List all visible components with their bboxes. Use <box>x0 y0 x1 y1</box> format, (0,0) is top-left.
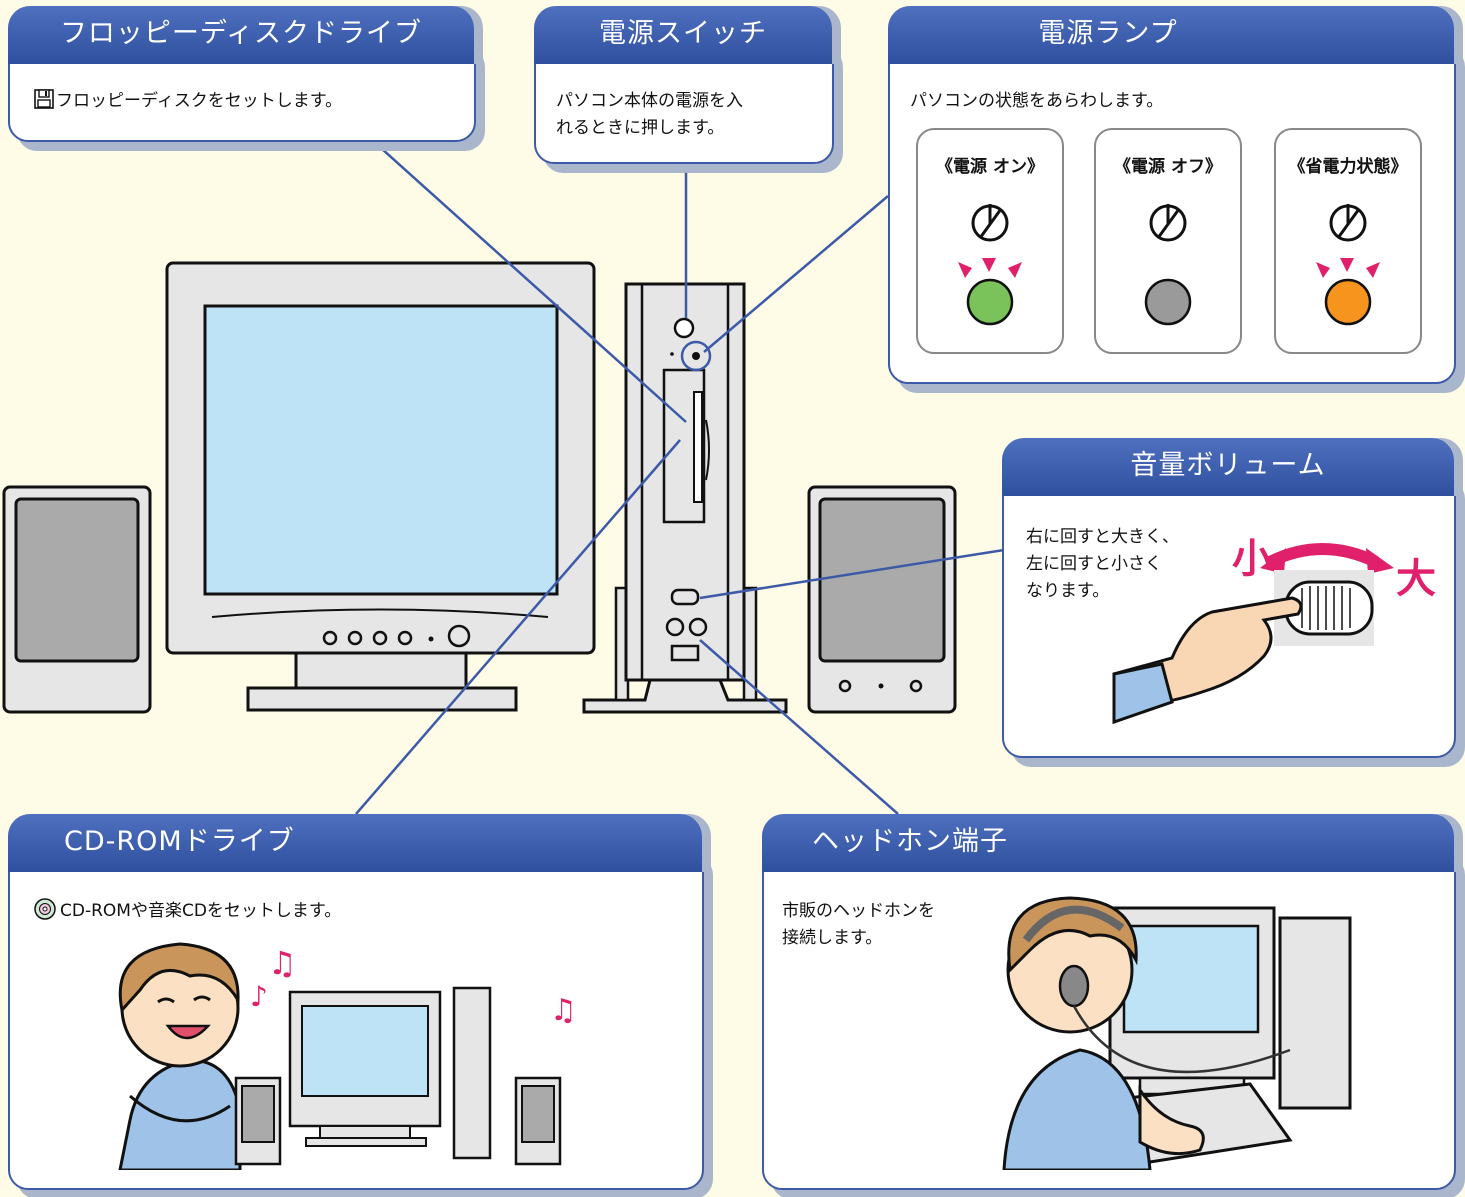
volume-title: 音量ボリューム <box>1002 438 1454 496</box>
volume-desc-line1: 右に回すと大きく、 <box>1026 527 1179 547</box>
lamp-state-standby-label: 《省電力状態》 <box>1288 157 1408 177</box>
music-note-icon: ♪ <box>250 980 268 1013</box>
cdrom-title: CD-ROMドライブ <box>8 814 702 872</box>
power-switch-desc-line1: パソコン本体の電源を入 <box>556 91 743 111</box>
lamp-state-on: 《電源 オン》 <box>916 128 1064 354</box>
user-with-headphones-icon <box>1002 896 1291 1170</box>
volume-illustration <box>1112 543 1394 725</box>
headphone-desc-line1: 市販のヘッドホンを <box>782 901 935 921</box>
power-lamp-title-bar <box>1270 6 1454 64</box>
power-switch-desc-line2: れるときに押します。 <box>556 118 725 138</box>
volume-small-label: 小 <box>1232 536 1272 582</box>
lamp-state-standby: 《省電力状態》 <box>1274 128 1422 354</box>
volume-desc-line3: なります。 <box>1026 581 1110 601</box>
left-speaker <box>2 485 152 714</box>
power-switch-desc: パソコン本体の電源を入 れるときに押します。 <box>556 88 743 142</box>
power-symbol-icon <box>1329 204 1367 242</box>
power-symbol-icon <box>1149 204 1187 242</box>
headphone-illustration <box>1002 896 1352 1170</box>
cdrom-illustration: ♪ ♫ ♫ <box>118 942 577 1170</box>
lamp-standby-graphic <box>1316 204 1380 326</box>
power-switch-title: 電源スイッチ <box>534 6 832 64</box>
cdrom-desc-row: CD-ROMや音楽CDをセットします。 <box>34 898 341 925</box>
headphone-desc-line2: 接続します。 <box>782 928 883 948</box>
floppy-title: フロッピーディスクドライブ <box>8 6 474 64</box>
music-note-icon: ♫ <box>550 993 577 1028</box>
headphone-title: ヘッドホン端子 <box>762 814 1454 872</box>
power-symbol-icon <box>971 204 1009 242</box>
power-lamp-title: 電源ランプ <box>888 6 1328 64</box>
right-speaker <box>807 485 957 714</box>
volume-arrow-icon <box>1267 543 1379 568</box>
headphone-desc: 市販のヘッドホンを 接続します。 <box>782 898 935 952</box>
lamp-on-graphic <box>958 204 1022 326</box>
cdrom-desc: CD-ROMや音楽CDをセットします。 <box>60 901 342 921</box>
floppy-desc-row: フロッピーディスクをセットします。 <box>34 88 342 115</box>
power-lamp-desc: パソコンの状態をあらわします。 <box>910 91 1164 111</box>
lamp-state-off: 《電源 オフ》 <box>1094 128 1242 354</box>
lamp-state-on-label: 《電源 オン》 <box>936 157 1044 177</box>
volume-desc-line2: 左に回すと小さく <box>1026 554 1162 574</box>
lamp-state-off-label: 《電源 オフ》 <box>1114 157 1222 177</box>
volume-desc: 右に回すと大きく、 左に回すと小さく なります。 <box>1026 524 1179 605</box>
tower-pc <box>582 282 788 714</box>
floppy-disk-icon <box>34 89 54 109</box>
cd-disc-icon <box>34 898 56 920</box>
monitor <box>165 261 596 712</box>
listener-icon <box>118 942 242 1170</box>
lamp-off-graphic <box>1144 204 1192 326</box>
floppy-desc: フロッピーディスクをセットします。 <box>56 91 343 111</box>
music-note-icon: ♫ <box>268 944 297 982</box>
leader-lines <box>355 139 1005 815</box>
volume-large-label: 大 <box>1396 556 1436 602</box>
mini-tower <box>452 986 492 1160</box>
mini-tower <box>1278 916 1352 1110</box>
headphone-icon <box>1058 964 1090 1008</box>
